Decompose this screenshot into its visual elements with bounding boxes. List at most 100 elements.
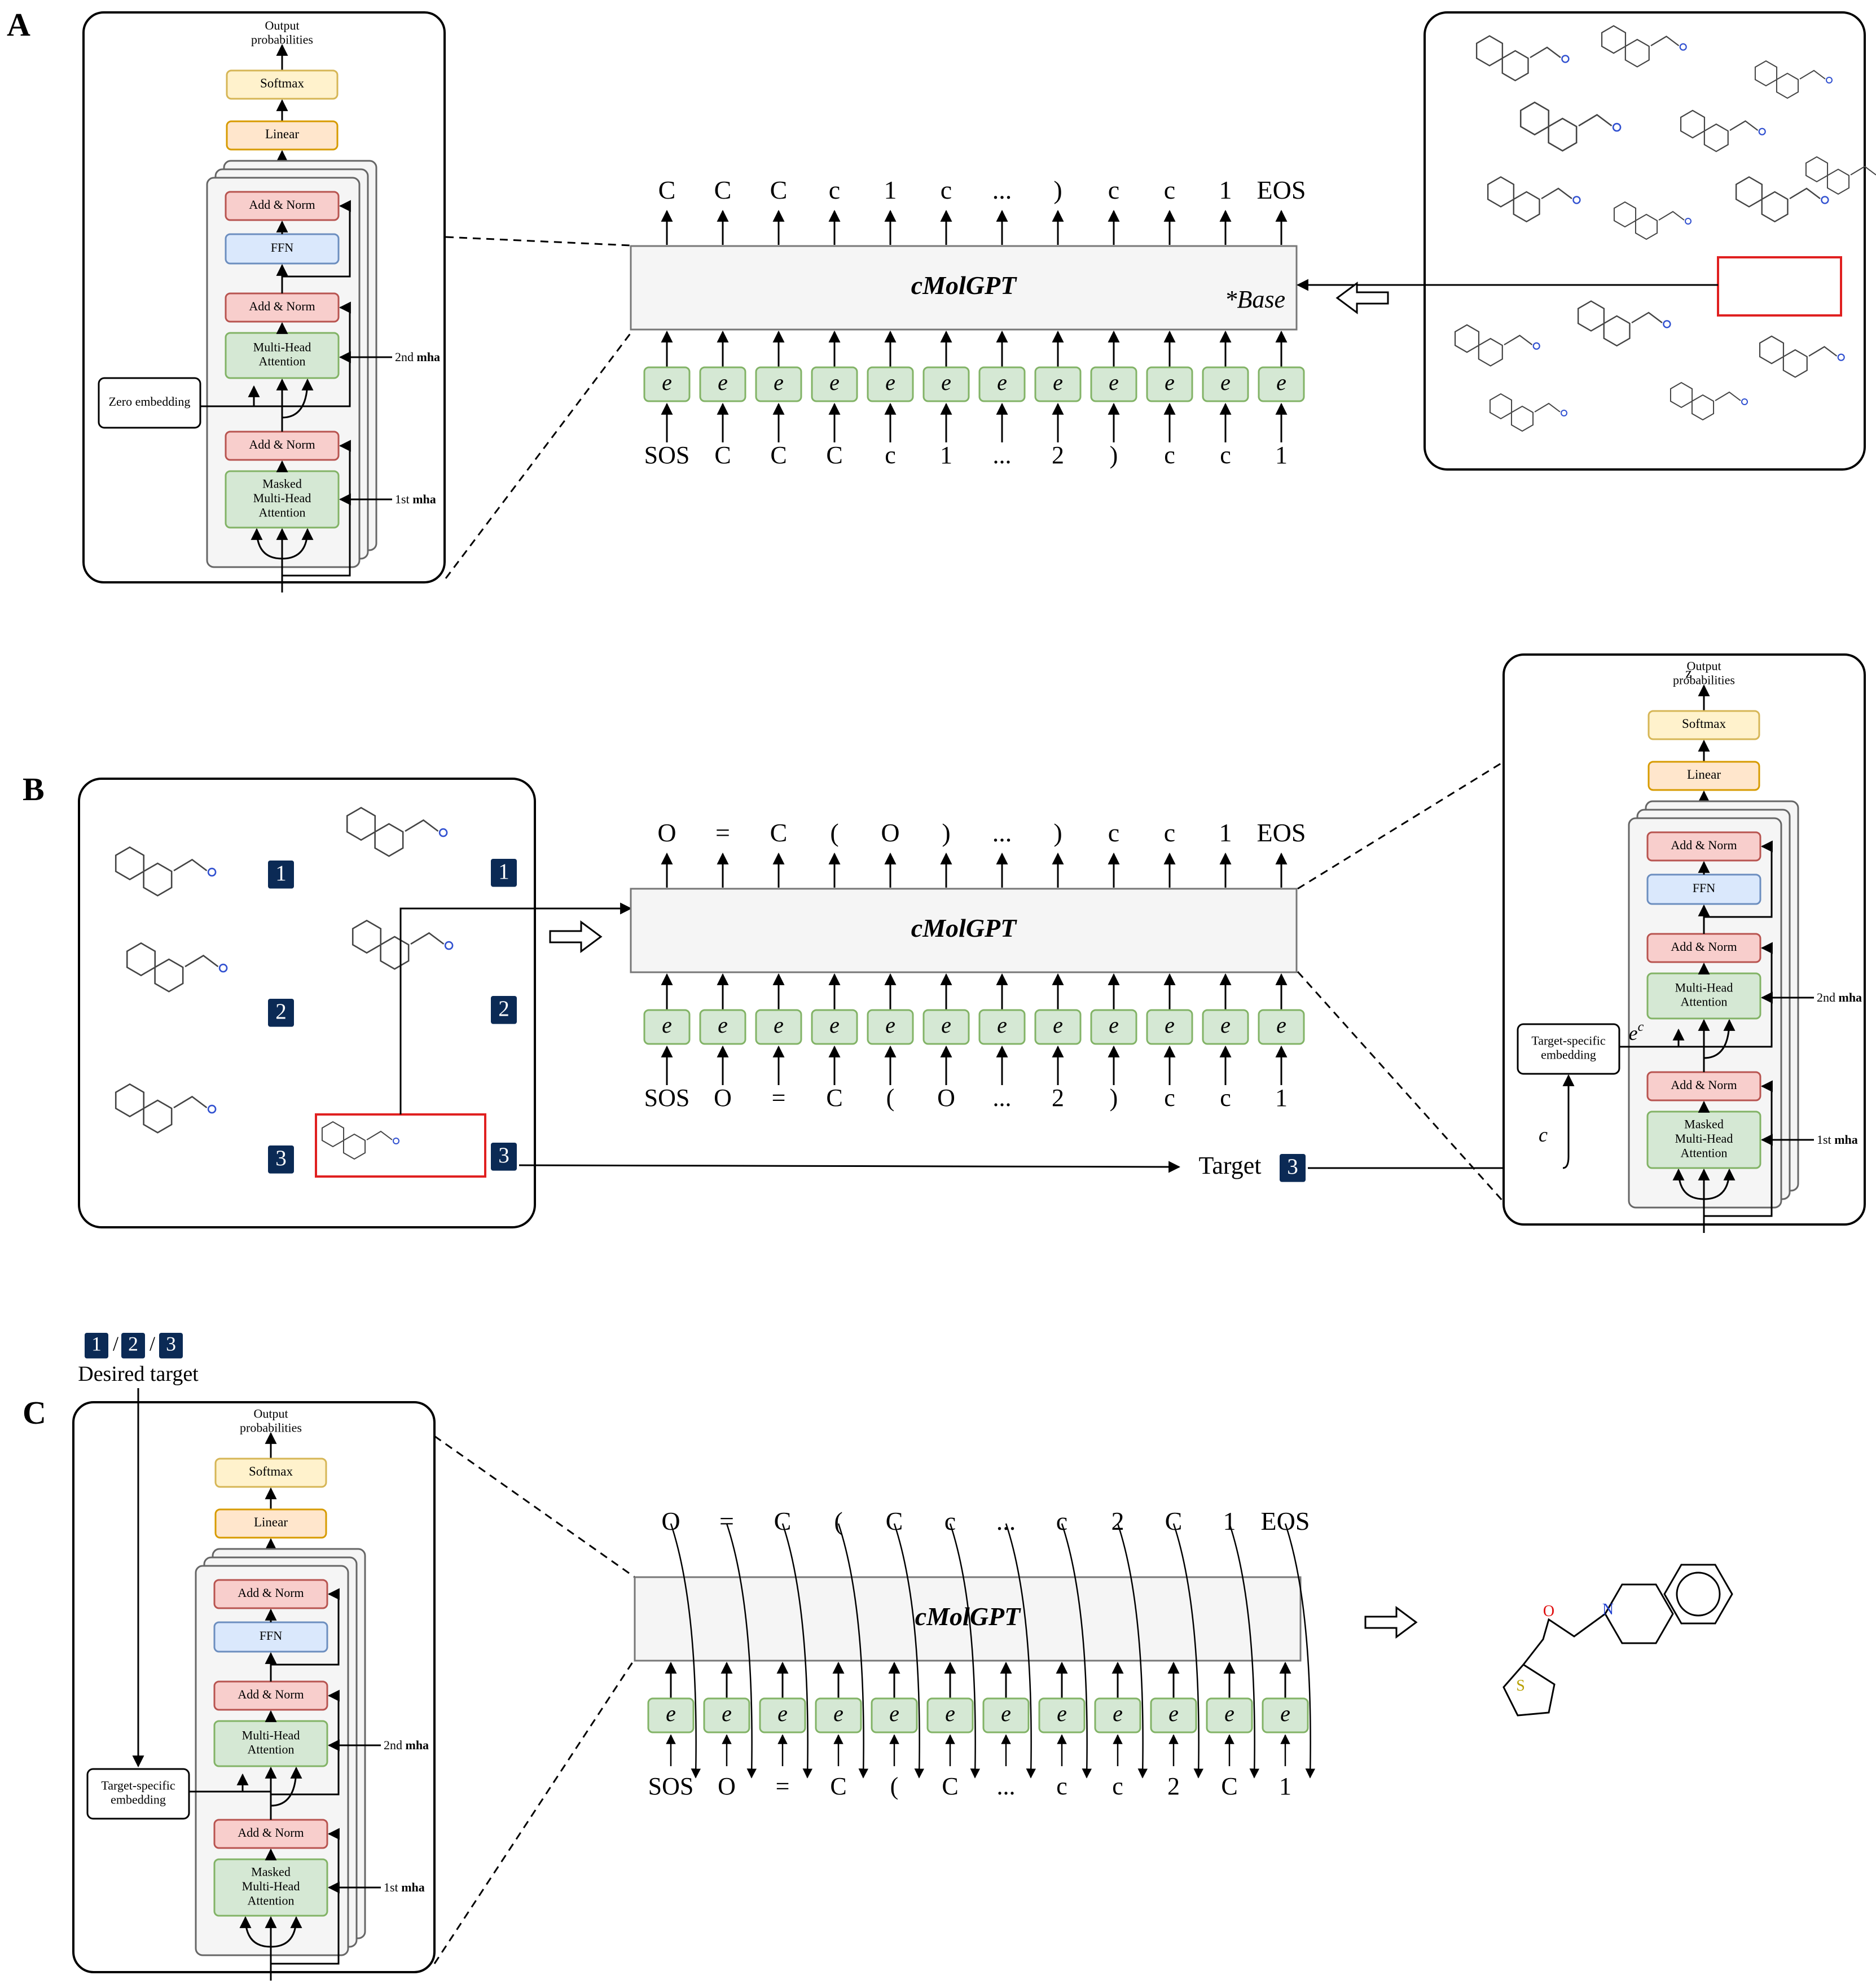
panel-c-feedback-arrow (893, 1523, 925, 1779)
panel-b-molecule-frame (78, 778, 536, 1228)
panel-c-in-token: SOS (648, 1772, 694, 1800)
ring (1663, 1564, 1733, 1625)
panel-a-emb-box (755, 366, 802, 402)
panel-b-molecule-2 (126, 942, 228, 993)
panel-a-decoder-softmax (226, 69, 339, 100)
panel-a-molecule-1 (1601, 25, 1687, 68)
panel-b-molecule-0-ring2 (143, 862, 173, 897)
panel-c-desired-target: Desired target (78, 1362, 199, 1386)
panel-a-zero-embedding (98, 377, 201, 429)
panel-b-emb-symbol: e (1109, 1012, 1119, 1038)
panel-c-emb-box (982, 1697, 1030, 1733)
panel-c-decoder-linear (214, 1508, 327, 1539)
panel-b-out-token: EOS (1257, 818, 1306, 847)
panel-a-molecule-7-ring2 (1635, 213, 1658, 240)
panel-b-molecule-1-ring1 (346, 806, 376, 841)
panel-a-in-token: C (714, 441, 731, 469)
panel-c-decoder-res3 (271, 1588, 340, 1666)
panel-a-emb-symbol: e (1220, 370, 1231, 395)
panel-b-target-badge (1280, 1154, 1306, 1182)
panel-c-out-token: c (1056, 1507, 1067, 1535)
panel-a-molecule-2-ring1 (1754, 60, 1778, 87)
panel-b-in-token: ) (1110, 1084, 1118, 1112)
panel-a-molecule-6-atom (1572, 196, 1581, 204)
panel-a-zero-to-mha2 (200, 389, 283, 407)
panel-b-badge-right-1-label: 1 (498, 859, 509, 884)
panel-b-emb-box (1090, 1009, 1137, 1045)
panel-b-badge-right-2 (491, 996, 517, 1024)
panel-c-decoder-addnorm-3 (213, 1579, 328, 1609)
panel-a-molecule-7-ring1 (1613, 201, 1637, 228)
panel-a-molecule-13 (1489, 393, 1567, 432)
panel-a-molecule-13-ring2 (1510, 405, 1534, 432)
panel-a-emb-box (1258, 366, 1305, 402)
panel-a-in-token: SOS (644, 441, 690, 469)
panel-c-out-token: 2 (1111, 1507, 1124, 1535)
panel-b-emb-box (978, 1009, 1026, 1045)
panel-a-molecule-12 (1759, 335, 1845, 378)
panel-b-molecule-4 (115, 1083, 217, 1134)
panel-a-molecule-10-ring2 (1603, 315, 1631, 347)
panel-b-molecule-2-ring1 (126, 942, 156, 977)
panel-b-badge-left-2-label: 2 (275, 999, 287, 1024)
panel-a-molecule-9-chain (1504, 335, 1533, 345)
panel-b-in-token: c (1220, 1084, 1231, 1112)
panel-b-out-token: c (1164, 818, 1175, 847)
panel-b-target-embedding (1517, 1023, 1620, 1075)
panel-c-emb-box (1094, 1697, 1141, 1733)
panel-b-in-token: 2 (1052, 1084, 1064, 1112)
panel-b-molecule-4-ring2 (143, 1099, 173, 1134)
panel-a-molecule-12-ring1 (1759, 335, 1785, 365)
panel-a-molecule-13-chain (1534, 402, 1561, 412)
panel-a-molecule-6-ring1 (1487, 176, 1515, 208)
panel-a-emb-box (1090, 366, 1137, 402)
panel-b-model-box (630, 888, 1298, 973)
panel-a-molecule-1-ring2 (1624, 38, 1650, 68)
panel-b-out-token: ) (1053, 818, 1062, 847)
panel-c-emb-symbol: e (777, 1701, 788, 1726)
panel-b-decoder-softmax (1647, 710, 1760, 740)
panel-c-feedback-arrow (837, 1523, 869, 1779)
panel-b-emb-symbol: e (941, 1012, 951, 1038)
panel-c-out-token: C (1165, 1507, 1183, 1535)
panel-label-a: A (7, 6, 30, 43)
panel-a-in-token: ) (1110, 441, 1118, 469)
panel-c-feedback-arrow (1172, 1523, 1204, 1779)
panel-b-zoom-top (1297, 761, 1504, 890)
panel-a-molecule-11-ring1 (1669, 381, 1693, 409)
panel-b-badge-left-1-label: 1 (275, 861, 287, 885)
panel-c-emb-symbol: e (666, 1701, 676, 1726)
panel-b-hollow-arrow (549, 920, 603, 953)
panel-c-in-token: ( (890, 1772, 899, 1800)
panel-a-decoder-addnorm-2-label: Add & Norm (249, 299, 315, 313)
panel-label-c: C (23, 1394, 46, 1431)
panel-c-feedback-arrow (1117, 1523, 1148, 1779)
panel-c-out-token: c (944, 1507, 956, 1535)
panel-a-molecule-12-atom (1837, 353, 1845, 361)
panel-a-molecule-8-atom (1821, 196, 1829, 204)
panel-b-emb-symbol: e (829, 1012, 840, 1038)
panel-c-emb-symbol: e (1224, 1701, 1234, 1726)
panel-a-molecule-0-atom (1561, 55, 1570, 63)
panel-a-molecule-cloud (1424, 11, 1866, 471)
panel-a-zoom-bottom (445, 332, 632, 579)
panel-c-feedback-arrow (726, 1523, 757, 1779)
panel-b-badge-left-3 (268, 1145, 294, 1174)
panel-a-molecule-5-ring2 (1826, 168, 1850, 195)
panel-b-decoder-ffn-label: FFN (1693, 881, 1715, 895)
panel-a-molecule-7 (1613, 201, 1692, 240)
panel-c-emb-symbol: e (1168, 1701, 1179, 1726)
panel-a-molecule-0-ring1 (1475, 35, 1504, 67)
panel-b-emb-box (1034, 1009, 1082, 1045)
panel-b-molecule-4-ring1 (115, 1083, 145, 1118)
panel-a-emb-box (867, 366, 914, 402)
panel-c-decoder-2nd-label: 2nd mha (384, 1738, 429, 1752)
panel-b-decoder-linear-label: Linear (1687, 767, 1721, 782)
panel-a-molecule-11-atom (1741, 398, 1748, 405)
panel-a-emb-symbol: e (1053, 370, 1063, 395)
panel-c-decoder-1st-label: 1st mha (384, 1880, 425, 1894)
